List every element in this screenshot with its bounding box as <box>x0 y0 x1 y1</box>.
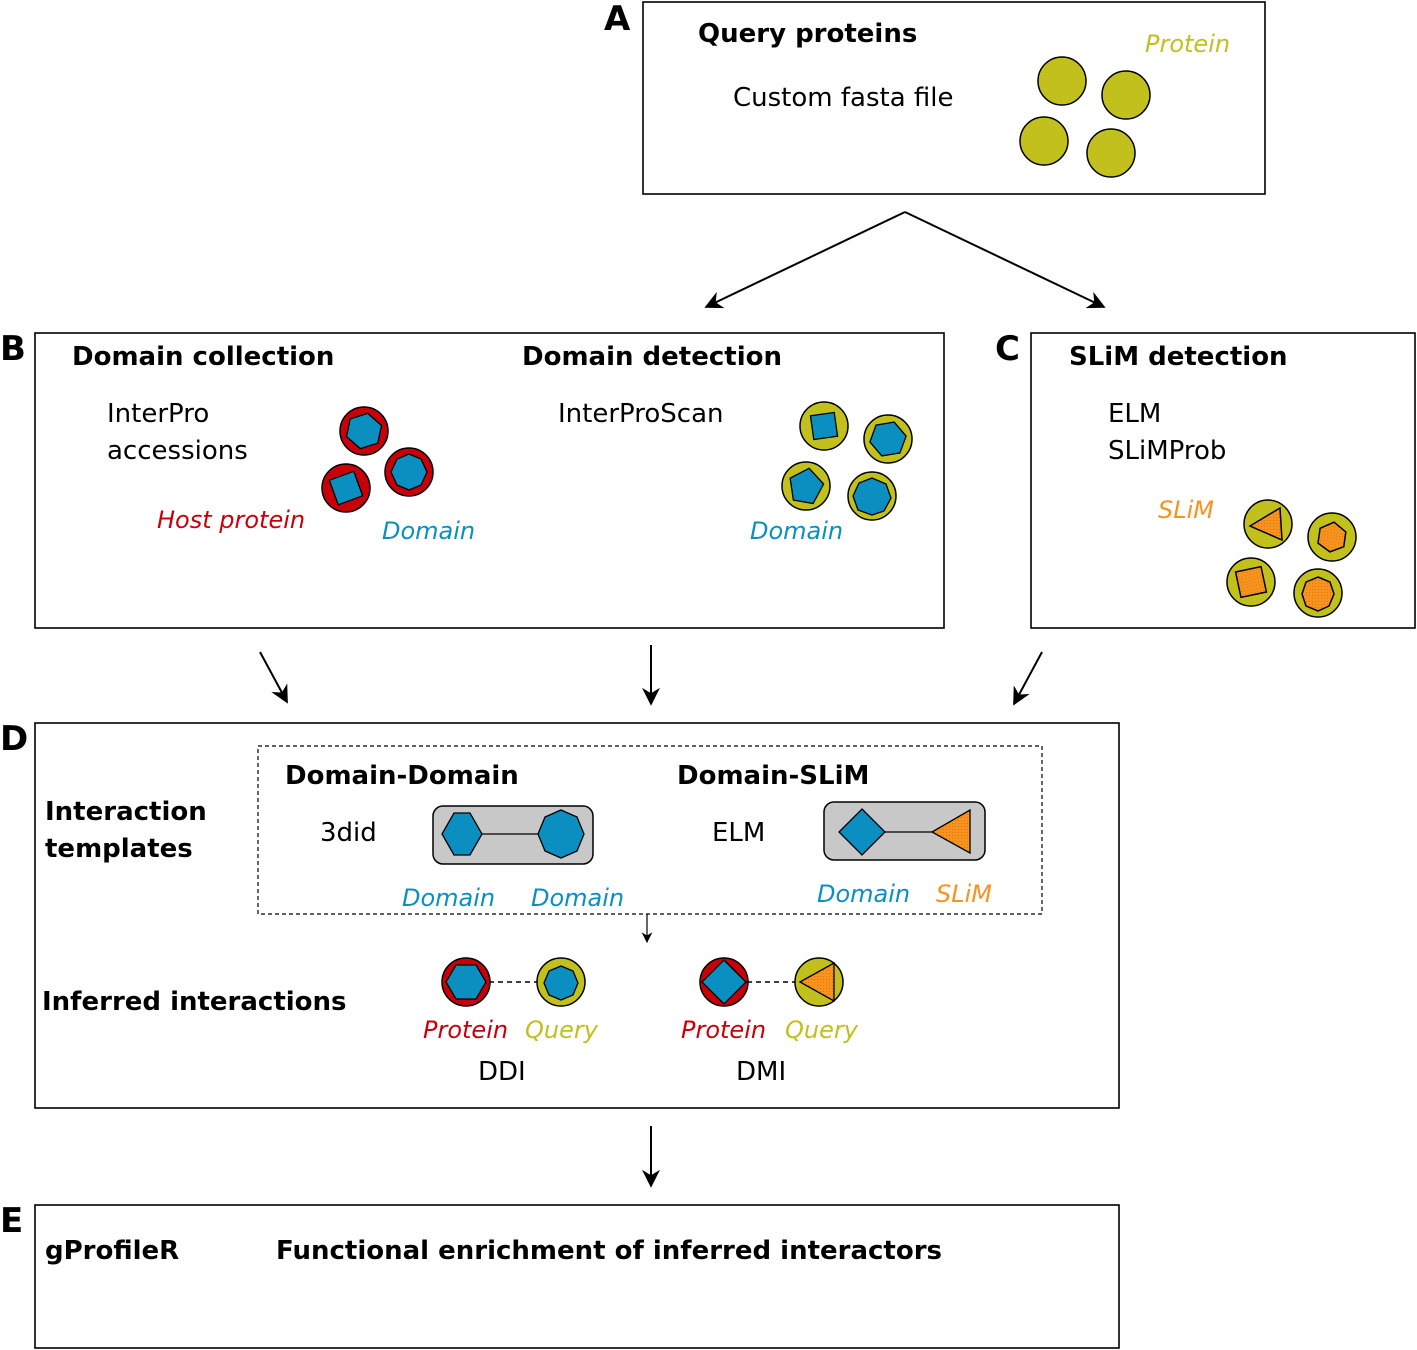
panel-letter-a: A <box>604 0 631 39</box>
hexagon-domain-icon <box>345 412 383 450</box>
query-proteins-title: Query proteins <box>698 19 917 49</box>
panel-d-box <box>34 722 1120 1109</box>
diamond-domain-icon <box>838 808 886 856</box>
domain-legend-b1: Domain <box>382 517 475 545</box>
panel-letter-b: B <box>0 329 26 369</box>
arrow-b-collection-to-d <box>259 651 288 704</box>
panel-d: D Interaction templates Domain-Domain 3d… <box>0 719 1120 1109</box>
domain-legend-b2: Domain <box>750 517 843 545</box>
panel-a: A Query proteins Custom fasta file Prote… <box>604 0 1266 195</box>
domain-detection-title: Domain detection <box>522 342 782 372</box>
slim-detection-title: SLiM detection <box>1069 342 1288 372</box>
arrow-a-to-c <box>904 211 1106 309</box>
dmi-inferred-icon <box>699 957 844 1007</box>
slim-icons <box>1226 499 1357 618</box>
host-protein-legend: Host protein <box>157 506 305 534</box>
panel-b: B Domain collection InterPro accessions … <box>0 329 945 629</box>
square-domain-icon <box>328 470 364 506</box>
query-protein-icons <box>1019 56 1151 178</box>
triangle-slim-icon <box>930 808 971 855</box>
panel-c-box <box>1030 332 1416 629</box>
host-protein-icon <box>339 406 389 456</box>
functional-enrichment-title: Functional enrichment of inferred intera… <box>276 1236 942 1266</box>
3did-text: 3did <box>320 818 377 848</box>
ddi-template-icon <box>432 805 594 865</box>
panel-e-box <box>34 1204 1120 1349</box>
host-protein-icon <box>321 463 371 513</box>
slim-legend: SLiM <box>1158 496 1214 524</box>
ddi-label: DDI <box>478 1057 526 1087</box>
dmi-label: DMI <box>736 1057 786 1087</box>
query-protein-icon <box>1019 116 1069 166</box>
domain-collection-title: Domain collection <box>72 342 334 372</box>
ddi-query-label: Query <box>525 1016 599 1044</box>
ds-domain-label: Domain <box>817 880 910 908</box>
panel-letter-e: E <box>0 1201 23 1241</box>
query-protein-icon <box>1086 128 1136 178</box>
octagon-domain-icon <box>390 453 428 491</box>
interpro-text: InterPro <box>107 399 209 429</box>
inferred-interactions-label: Inferred interactions <box>42 987 347 1017</box>
query-protein-with-slim-icon <box>1226 557 1276 607</box>
slimprob-text: SLiMProb <box>1108 436 1226 466</box>
query-protein-icon <box>1037 56 1087 106</box>
hexagon-domain-icon <box>441 812 483 856</box>
elm-text: ELM <box>1108 399 1161 429</box>
custom-fasta-file-text: Custom fasta file <box>733 83 954 113</box>
panel-letter-c: C <box>995 329 1020 369</box>
triangle-slim-icon <box>1248 506 1283 542</box>
templates-dashed-box <box>257 745 1043 915</box>
query-domain-icons <box>781 401 913 521</box>
protein-legend: Protein <box>1145 30 1230 58</box>
dmi-query-label: Query <box>785 1016 859 1044</box>
gprofiler-label: gProfileR <box>45 1236 179 1266</box>
query-protein-with-domain-icon <box>799 401 849 451</box>
dmi-template-icon <box>823 801 986 861</box>
panel-letter-d: D <box>0 719 28 759</box>
query-protein-icon <box>1101 70 1151 120</box>
arrow-a-to-b <box>704 211 906 309</box>
interproscan-text: InterProScan <box>558 399 723 429</box>
interaction-templates-label-1: Interaction <box>45 797 207 827</box>
query-protein-with-domain-icon <box>863 414 913 464</box>
query-protein-with-slim-icon <box>1243 499 1293 549</box>
arrow-c-to-d <box>1013 651 1043 706</box>
dd-domain-label-left: Domain <box>402 884 495 912</box>
query-protein-with-slim-icon <box>1307 512 1357 562</box>
dmi-protein-label: Protein <box>681 1016 766 1044</box>
dd-domain-label-right: Domain <box>531 884 624 912</box>
elm-template-text: ELM <box>712 818 765 848</box>
domain-domain-title: Domain-Domain <box>285 761 519 791</box>
panel-e: E gProfileR Functional enrichment of inf… <box>0 1201 1120 1349</box>
panel-c: C SLiM detection ELM SLiMProb SLiM <box>995 329 1416 629</box>
query-protein-with-domain-icon <box>847 471 897 521</box>
host-protein-icon <box>384 447 434 497</box>
interaction-templates-label-2: templates <box>45 834 193 864</box>
host-protein-icons <box>321 406 434 513</box>
octagon-domain-icon <box>537 809 585 859</box>
ddi-protein-label: Protein <box>423 1016 508 1044</box>
accessions-text: accessions <box>107 436 248 466</box>
query-protein-with-slim-icon <box>1293 568 1343 618</box>
ddi-inferred-icon <box>441 957 586 1007</box>
domain-slim-title: Domain-SLiM <box>677 761 869 791</box>
ds-slim-label: SLiM <box>936 880 992 908</box>
query-protein-with-domain-icon <box>781 461 831 511</box>
panel-a-box <box>642 1 1266 195</box>
